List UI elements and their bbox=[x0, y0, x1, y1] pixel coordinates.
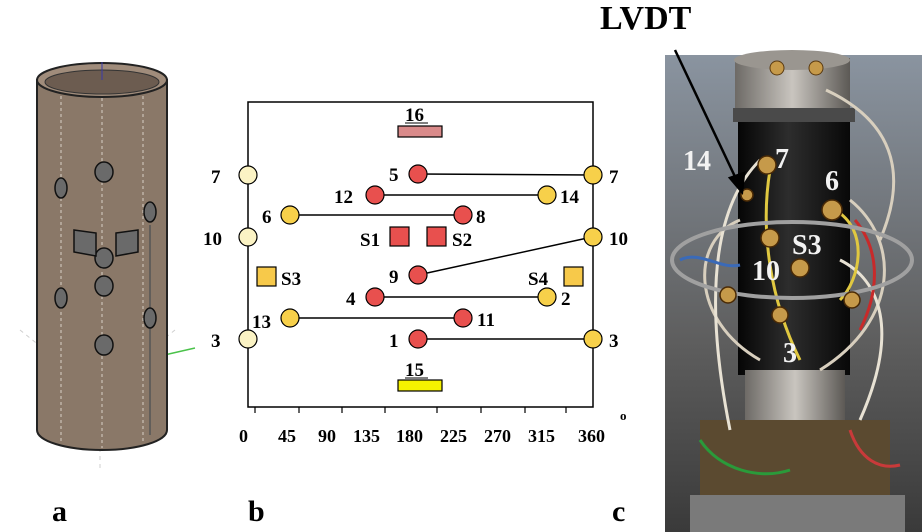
wiring bbox=[670, 88, 914, 476]
sensor-11-label: 11 bbox=[477, 310, 495, 331]
sensor-9 bbox=[408, 265, 428, 285]
left-label-7: 7 bbox=[211, 167, 221, 188]
bottom-fitting bbox=[745, 370, 845, 425]
sensor-1-label: 1 bbox=[389, 331, 399, 352]
strip-16-label: 16 bbox=[405, 105, 424, 126]
sensor-12-label: 12 bbox=[334, 187, 353, 208]
x-tick-315: 315 bbox=[528, 426, 555, 446]
sensor-1 bbox=[408, 329, 428, 349]
sensor-8 bbox=[453, 205, 473, 225]
left-label-3: 3 bbox=[211, 331, 221, 352]
strain-gauge-s4 bbox=[563, 266, 584, 287]
cylinder-gauge-pads bbox=[73, 229, 139, 257]
strain-gauge-s2-label: S2 bbox=[452, 230, 472, 251]
panel-label-c: c bbox=[612, 495, 626, 528]
right-label-3: 3 bbox=[609, 331, 619, 352]
sensor-8-label: 8 bbox=[476, 207, 486, 228]
strain-gauge-s2 bbox=[426, 226, 447, 247]
right-label-10: 10 bbox=[609, 229, 628, 250]
x-axis-ticks bbox=[254, 407, 567, 413]
sensor-14 bbox=[537, 185, 557, 205]
lvdt-arrow bbox=[673, 49, 746, 196]
sensor-13-label: 13 bbox=[252, 312, 271, 333]
strain-gauge-s4-label: S4 bbox=[528, 269, 549, 290]
x-tick-225: 225 bbox=[440, 426, 467, 446]
schematic-frame bbox=[247, 101, 594, 408]
degree-symbol: o bbox=[620, 408, 627, 423]
photo-label-10: 10 bbox=[752, 256, 780, 287]
strain-gauge-s3-label: S3 bbox=[281, 269, 301, 290]
sensor-2-label: 2 bbox=[561, 289, 571, 310]
right-label-7: 7 bbox=[609, 167, 619, 188]
x-tick-360: 360 bbox=[578, 426, 605, 446]
sensor-11 bbox=[453, 308, 473, 328]
x-tick-90: 90 bbox=[318, 426, 336, 446]
sensor-6 bbox=[280, 205, 300, 225]
x-tick-135: 135 bbox=[353, 426, 380, 446]
photo-label-7: 7 bbox=[775, 144, 789, 175]
left-label-10: 10 bbox=[203, 229, 222, 250]
x-tick-0: 0 bbox=[239, 426, 248, 446]
sensor-connectors-photo bbox=[719, 155, 861, 324]
sensor-5-label: 5 bbox=[389, 165, 399, 186]
photo-label-6: 6 bbox=[825, 166, 839, 197]
lvdt-label: LVDT bbox=[600, 0, 692, 37]
panel-label-a: a bbox=[52, 495, 67, 528]
strip-15 bbox=[397, 379, 443, 392]
sensor-4-label: 4 bbox=[346, 289, 356, 310]
sensor-4 bbox=[365, 287, 385, 307]
sensor-9-label: 9 bbox=[389, 267, 399, 288]
sensor-6-label: 6 bbox=[262, 207, 272, 228]
x-tick-180: 180 bbox=[396, 426, 423, 446]
black-sleeve bbox=[738, 110, 850, 375]
sensor-14-label: 14 bbox=[560, 187, 580, 208]
photo-label-3: 3 bbox=[783, 338, 797, 369]
strain-gauge-s3 bbox=[256, 266, 277, 287]
sensor-connectors bbox=[290, 173, 593, 340]
panel-label-b: b bbox=[248, 495, 265, 528]
strip-16 bbox=[397, 125, 443, 138]
strain-gauge-s1 bbox=[389, 226, 410, 247]
strain-gauge-s1-label: S1 bbox=[360, 230, 380, 251]
photo-label-14: 14 bbox=[683, 146, 711, 177]
x-tick-270: 270 bbox=[484, 426, 511, 446]
sensor-13 bbox=[280, 308, 300, 328]
sensor-2 bbox=[537, 287, 557, 307]
edge-sensors bbox=[238, 165, 603, 349]
cylinder-sensor-holes bbox=[54, 161, 157, 356]
photo-label-s3: S3 bbox=[792, 230, 822, 261]
sensor-12 bbox=[365, 185, 385, 205]
sensor-5 bbox=[408, 164, 428, 184]
strip-15-label: 15 bbox=[405, 360, 424, 381]
x-tick-45: 45 bbox=[278, 426, 296, 446]
